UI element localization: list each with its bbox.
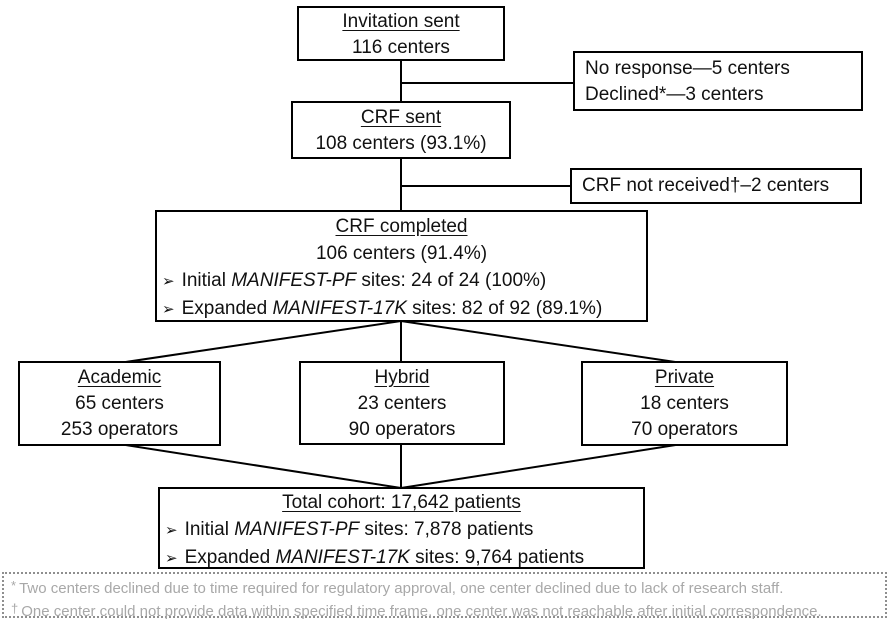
- box-title: Private: [654, 367, 715, 388]
- connector-private-to-total: [400, 443, 683, 489]
- study-name-italic: MANIFEST-17K: [275, 547, 410, 568]
- box-total-cohort: Total cohort: 17,642 patients ➢ Initial M…: [158, 487, 645, 569]
- box-no-response: No response—5 centers Declined*—3 center…: [573, 51, 863, 111]
- box-hybrid: Hybrid 23 centers 90 operators: [299, 361, 505, 445]
- box-title: Invitation sent: [342, 11, 460, 32]
- box-value: 108 centers (93.1%): [315, 133, 487, 154]
- study-name-italic: MANIFEST-17K: [272, 298, 407, 319]
- box-value: 23 centers: [357, 393, 447, 414]
- footnote-dagger: †One center could not provide data withi…: [11, 599, 878, 621]
- box-title: CRF completed: [335, 216, 468, 237]
- arrowhead-bullet-icon: ➢: [165, 522, 178, 539]
- arrowhead-bullet-icon: ➢: [165, 550, 178, 567]
- box-title: Total cohort: 17,642 patients: [282, 492, 521, 513]
- bullet-text: sites: 7,878 patients: [359, 519, 534, 540]
- box-crf-not-received: CRF not received†–2 centers: [570, 168, 862, 204]
- footnote-box: *Two centers declined due to time requir…: [2, 572, 887, 621]
- bullet-line: ➢ Expanded MANIFEST-17K sites: 82 of 92 (…: [157, 295, 646, 323]
- box-value: 116 centers: [352, 37, 450, 58]
- box-value: 253 operators: [60, 419, 179, 440]
- bullet-text: sites: 24 of 24 (100%): [356, 270, 547, 291]
- box-title: Academic: [77, 367, 162, 388]
- connector-academic-to-total: [118, 443, 402, 489]
- box-title: Hybrid: [374, 367, 430, 388]
- exclusion-line: No response—5 centers: [585, 58, 790, 79]
- bullet-line: ➢ Initial MANIFEST-PF sites: 24 of 24 (10…: [157, 267, 646, 295]
- exclusion-line: Declined*—3 centers: [585, 84, 764, 105]
- footnote-text: Two centers declined due to time require…: [19, 580, 784, 597]
- connector-crfcompleted-to-academic: [118, 320, 402, 364]
- bullet-text: Initial: [184, 519, 235, 540]
- footnote-asterisk: *Two centers declined due to time requir…: [11, 576, 878, 599]
- study-name-italic: MANIFEST-PF: [234, 519, 360, 540]
- box-private: Private 18 centers 70 operators: [581, 361, 788, 446]
- box-title: CRF sent: [360, 107, 442, 128]
- box-academic: Academic 65 centers 253 operators: [18, 361, 221, 446]
- box-value: 18 centers: [640, 393, 729, 414]
- box-invitation-sent: Invitation sent 116 centers: [297, 6, 505, 61]
- arrowhead-bullet-icon: ➢: [162, 301, 175, 318]
- connector-crfcompleted-to-private: [400, 320, 683, 364]
- bullet-text: sites: 9,764 patients: [409, 547, 585, 568]
- arrowhead-bullet-icon: ➢: [162, 273, 175, 290]
- bullet-line: ➢ Expanded MANIFEST-17K sites: 9,764 pati…: [160, 544, 643, 572]
- bullet-text: sites: 82 of 92 (89.1%): [406, 298, 603, 319]
- bullet-text: Initial: [181, 270, 232, 291]
- bullet-line: ➢ Initial MANIFEST-PF sites: 7,878 patien…: [160, 516, 643, 544]
- bullet-text: Expanded: [181, 298, 273, 319]
- footnote-text: One center could not provide data within…: [21, 603, 822, 620]
- exclusion-line: CRF not received†–2 centers: [582, 175, 830, 196]
- dagger-marker: †: [11, 601, 19, 616]
- box-value: 90 operators: [348, 419, 456, 440]
- bullet-text: Expanded: [184, 547, 276, 568]
- box-value: 106 centers (91.4%): [315, 243, 488, 264]
- study-name-italic: MANIFEST-PF: [231, 270, 357, 291]
- box-crf-completed: CRF completed 106 centers (91.4%) ➢ Initi…: [155, 210, 648, 322]
- box-value: 65 centers: [75, 393, 164, 414]
- box-crf-sent: CRF sent 108 centers (93.1%): [291, 101, 511, 159]
- box-value: 70 operators: [631, 419, 738, 440]
- asterisk-marker: *: [11, 578, 17, 593]
